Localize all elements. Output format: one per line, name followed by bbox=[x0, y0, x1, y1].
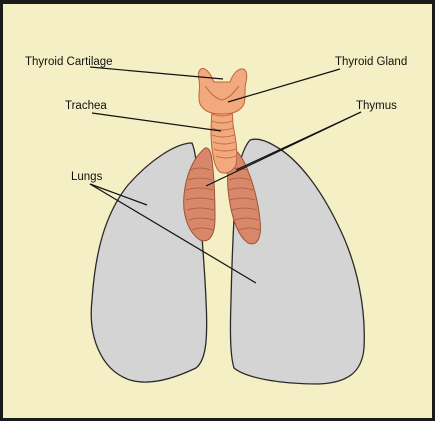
label-thyroid-cartilage: Thyroid Cartilage bbox=[25, 56, 113, 68]
label-thyroid-gland: Thyroid Gland bbox=[335, 56, 407, 68]
label-lungs: Lungs bbox=[71, 171, 103, 183]
trachea bbox=[211, 108, 237, 173]
leader-trachea bbox=[92, 113, 221, 131]
label-trachea: Trachea bbox=[65, 100, 107, 112]
label-thymus: Thymus bbox=[356, 100, 397, 112]
thyroid-cartilage bbox=[198, 69, 246, 114]
